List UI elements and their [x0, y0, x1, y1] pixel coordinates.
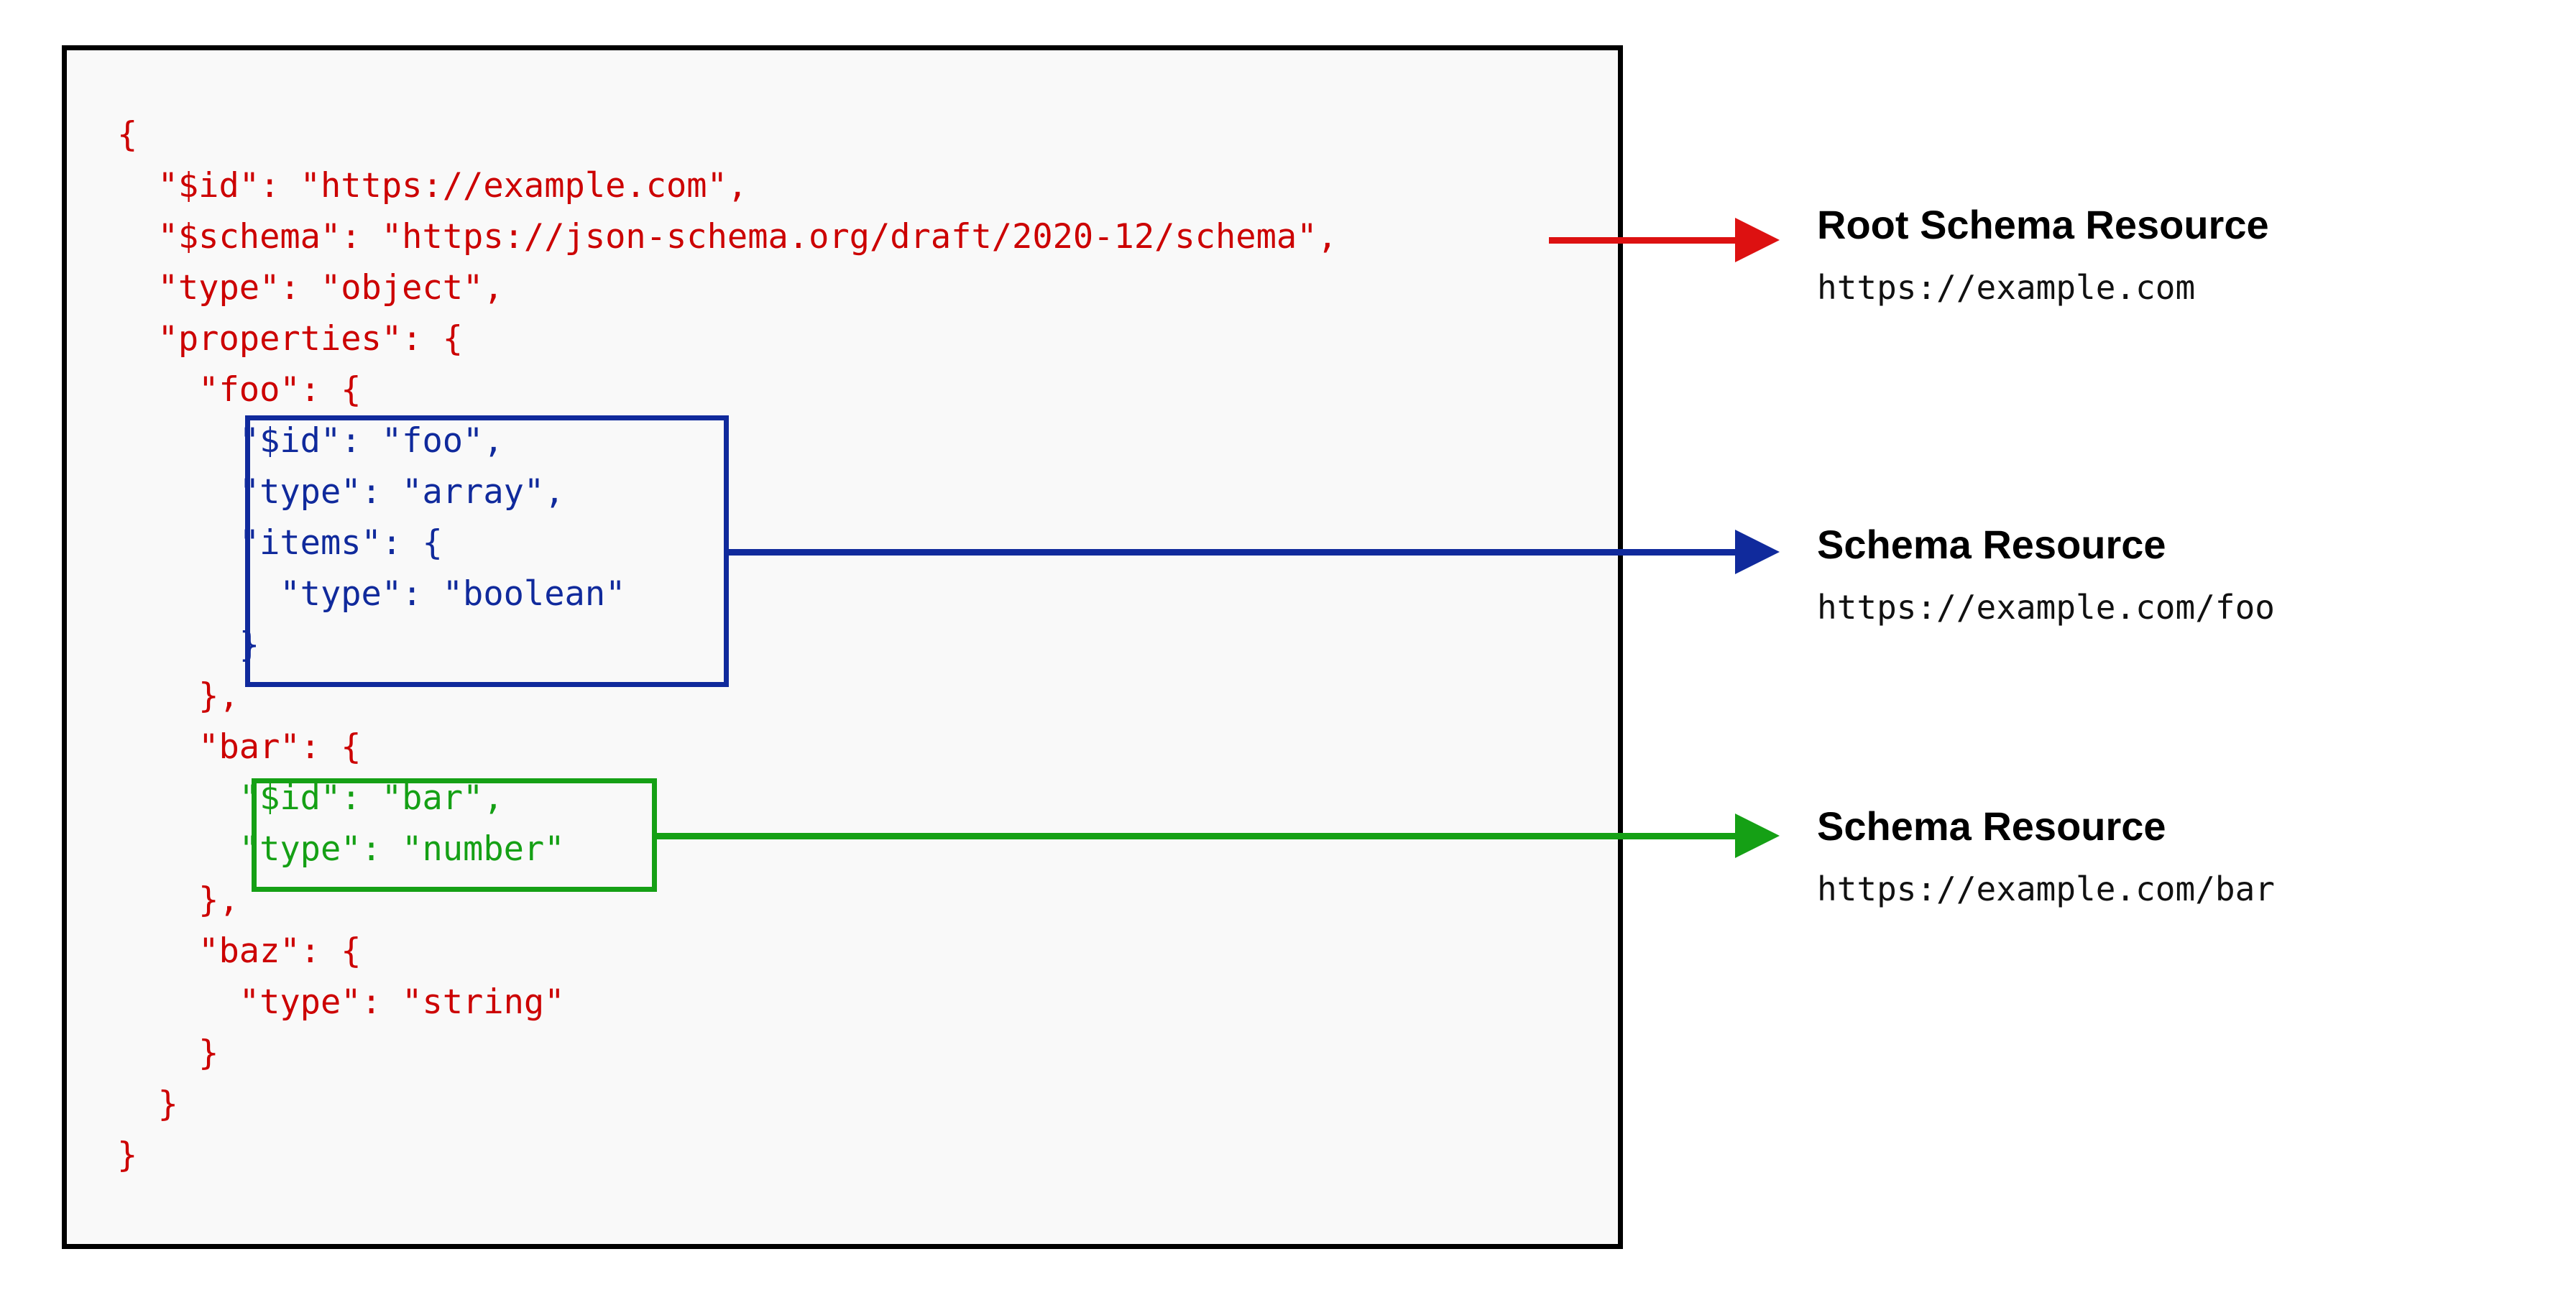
code-line-13: "bar": {	[117, 727, 362, 767]
code-line-19: }	[117, 1033, 219, 1073]
legend-title-bar: Schema Resource	[1817, 803, 2166, 849]
code-line-9: "items": {	[117, 523, 443, 563]
code-line-5: "properties": {	[117, 319, 464, 359]
legend-title-foo: Schema Resource	[1817, 522, 2166, 567]
arrow-line-root-schema	[1549, 237, 1743, 244]
code-line-1: {	[117, 115, 138, 155]
code-line-20: }	[117, 1084, 178, 1124]
code-line-16: },	[117, 880, 239, 920]
code-line-6: "foo": {	[117, 370, 362, 410]
arrow-head-root-schema	[1735, 218, 1780, 262]
code-line-17: "baz": {	[117, 931, 362, 971]
code-line-18: "type": "string"	[117, 982, 565, 1022]
arrow-line-bar-schema	[652, 833, 1743, 839]
code-line-4: "type": "object",	[117, 268, 504, 308]
code-line-2: "$id": "https://example.com",	[117, 166, 748, 206]
legend-entry-root-schema-resource: Root Schema Resource https://example.com	[1817, 202, 2269, 307]
legend-url-foo: https://example.com/foo	[1817, 588, 2275, 627]
code-line-8: "type": "array",	[117, 472, 565, 512]
legend-url-root: https://example.com	[1817, 268, 2196, 307]
arrow-head-foo-schema	[1735, 530, 1780, 574]
code-line-10: "type": "boolean"	[117, 574, 626, 614]
json-schema-code-listing: { "$id": "https://example.com", "$schema…	[117, 109, 1338, 1181]
code-panel: { "$id": "https://example.com", "$schema…	[62, 45, 1623, 1249]
legend-entry-foo-schema-resource: Schema Resource https://example.com/foo	[1817, 522, 2275, 627]
legend-url-bar: https://example.com/bar	[1817, 870, 2275, 908]
arrow-head-bar-schema	[1735, 814, 1780, 858]
highlight-box-bar-schema-resource	[252, 778, 657, 892]
code-line-3: "$schema": "https://json-schema.org/draf…	[117, 217, 1338, 257]
code-line-15: "type": "number"	[117, 829, 565, 869]
arrow-line-foo-schema	[724, 549, 1743, 556]
code-line-21: }	[117, 1135, 138, 1175]
code-line-7: "$id": "foo",	[117, 421, 504, 461]
code-line-14: "$id": "bar",	[117, 778, 504, 818]
legend-entry-bar-schema-resource: Schema Resource https://example.com/bar	[1817, 803, 2275, 908]
highlight-box-foo-schema-resource	[245, 415, 729, 687]
code-line-12: },	[117, 676, 239, 716]
legend-title-root: Root Schema Resource	[1817, 202, 2269, 247]
